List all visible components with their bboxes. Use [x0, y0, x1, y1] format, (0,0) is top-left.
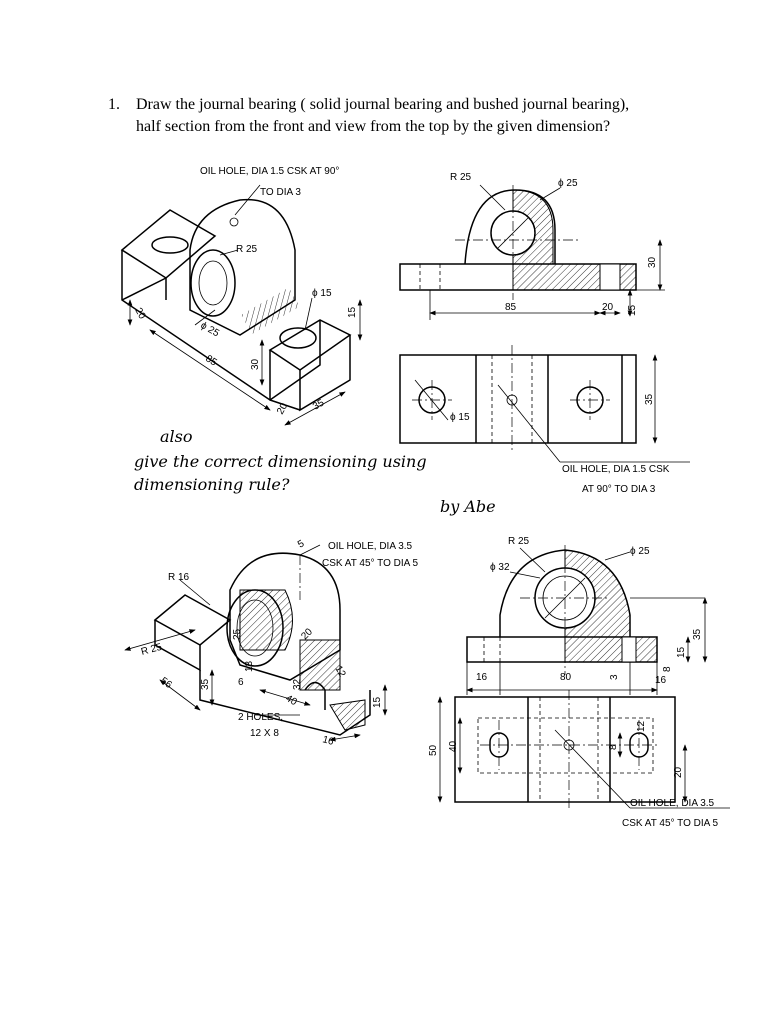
- fig2v-d80: 80: [560, 672, 572, 683]
- note-also: also: [160, 427, 193, 446]
- fig1v-phi15: ϕ 15: [450, 412, 470, 423]
- fig2-d12: 12: [332, 664, 347, 680]
- fig1v-d20: 20: [602, 302, 614, 313]
- note-line-3: dimensioning rule?: [134, 475, 290, 494]
- note-author: by Abe: [440, 497, 496, 516]
- fig2-d5: 5: [296, 538, 307, 551]
- fig2v-d15: 15: [676, 646, 687, 658]
- fig1-phi25: ϕ 25: [199, 320, 222, 339]
- fig2-d16: 16: [321, 734, 335, 748]
- fig2-d25: 25: [232, 628, 243, 640]
- fig1v-oil-hole-2: AT 90° TO DIA 3: [582, 484, 656, 495]
- fig1-front-view: [399, 184, 665, 320]
- fig1-r25: R 25: [236, 244, 258, 255]
- fig1v-d85: 85: [505, 302, 517, 313]
- fig2v-r25: R 25: [508, 536, 530, 547]
- fig2-holes-1: 2 HOLES,: [238, 712, 283, 723]
- fig2v-d35: 35: [692, 628, 703, 640]
- note-line-2: give the correct dimensioning using: [134, 452, 427, 471]
- fig1-d20b: 20: [275, 401, 290, 417]
- fig2v-d50: 50: [428, 744, 439, 756]
- fig1v-r25: R 25: [450, 172, 472, 183]
- fig2v-phi32: ϕ 32: [490, 562, 510, 573]
- fig2-d32: 32: [292, 678, 303, 690]
- fig2v-d40: 40: [448, 740, 459, 752]
- fig2v-d12: 12: [636, 720, 647, 732]
- fig2v-d16b: 16: [655, 675, 667, 686]
- fig2-holes-2: 12 X 8: [250, 728, 279, 739]
- question-line-1: Draw the journal bearing ( solid journal…: [136, 96, 630, 113]
- fig1-views-labels: R 25 ϕ 25 30 85 20 15 35 ϕ 15 OIL HOLE, …: [450, 172, 670, 495]
- fig1-isometric: [120, 184, 363, 426]
- fig1v-phi25: ϕ 25: [558, 178, 578, 189]
- fig1v-d35: 35: [644, 393, 655, 405]
- fig2v-d8b: 8: [608, 744, 619, 750]
- fig2v-d8: 8: [662, 666, 673, 672]
- fig1-d20a: 20: [132, 306, 147, 322]
- handwritten-note: also give the correct dimensioning using…: [134, 427, 496, 516]
- fig2v-oil-hole-1: OIL HOLE, DIA 3.5: [630, 798, 715, 809]
- fig2-top-view: [437, 690, 730, 810]
- fig2-r16: R 16: [168, 572, 190, 583]
- fig2v-d16a: 16: [476, 672, 488, 683]
- fig1-oil-hole-2: TO DIA 3: [260, 187, 301, 198]
- fig1v-d15: 15: [627, 304, 638, 316]
- fig2-d15: 15: [372, 696, 383, 708]
- fig2-d6: 6: [238, 677, 244, 688]
- fig1-d30: 30: [250, 358, 261, 370]
- fig1v-oil-hole-1: OIL HOLE, DIA 1.5 CSK: [562, 464, 670, 475]
- fig2v-oil-hole-2: CSK AT 45° TO DIA 5: [622, 818, 719, 829]
- fig2-d13: 13: [244, 660, 255, 672]
- fig1-oil-hole-1: OIL HOLE, DIA 1.5 CSK AT 90°: [200, 166, 339, 177]
- fig1-d15: 15: [347, 306, 358, 318]
- fig2-r25: R 25: [140, 642, 164, 658]
- question-text: Draw the journal bearing ( solid journal…: [136, 94, 706, 138]
- question-number: 1.: [108, 96, 120, 113]
- fig1v-d30: 30: [647, 256, 658, 268]
- fig1-phi15: ϕ 15: [312, 288, 332, 299]
- fig1-d85: 85: [203, 353, 219, 369]
- fig2-oil-hole-1: OIL HOLE, DIA 3.5: [328, 541, 413, 552]
- fig2-d40: 40: [284, 693, 300, 708]
- fig2-isometric: [124, 544, 388, 742]
- fig2-views-labels: R 25 ϕ 25 ϕ 32 35 15 8 16 80 3 16 50 40 …: [428, 536, 719, 829]
- fig2v-d20: 20: [673, 766, 684, 778]
- question-line-2: half section from the front and view fro…: [136, 118, 611, 135]
- fig2-front-view: [466, 545, 708, 695]
- fig2-d35: 35: [200, 678, 211, 690]
- fig2-oil-hole-2: CSK AT 45° TO DIA 5: [322, 558, 419, 569]
- fig2v-d3: 3: [609, 674, 620, 680]
- fig1-d35: 35: [311, 397, 327, 412]
- fig2v-phi25: ϕ 25: [630, 546, 650, 557]
- fig1-top-view: [399, 345, 690, 463]
